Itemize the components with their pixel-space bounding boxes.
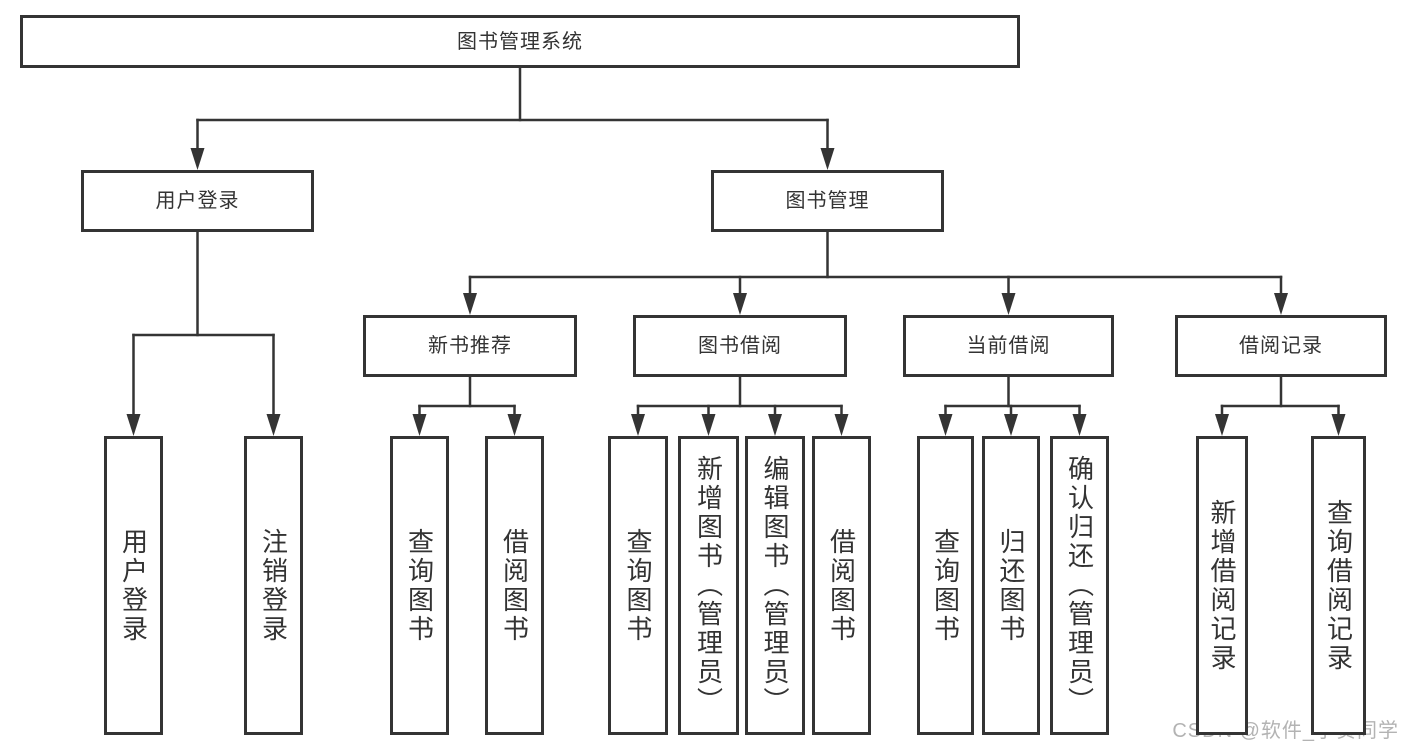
node-label: 注销登录 [258,527,289,644]
arrowhead-icon [701,414,716,436]
node-label: 图书管理系统 [457,30,583,53]
node-root: 图书管理系统 [20,15,1020,68]
node-label: 查询借阅记录 [1323,498,1354,673]
node-leaf-add-borrow-record: 新增借阅记录 [1196,436,1248,735]
arrowhead-icon [834,414,849,436]
arrowhead-icon [126,414,141,436]
arrowhead-icon [1331,414,1346,436]
node-leaf-user-login: 用户登录 [104,436,163,735]
node-label: 归还图书 [996,527,1026,644]
node-leaf-edit-books-admin: 编辑图书（管理员） [745,436,805,735]
arrowhead-icon [463,293,477,315]
arrowhead-icon [1072,414,1087,436]
node-label: 编辑图书（管理员） [760,455,790,716]
arrowhead-icon [1274,293,1288,315]
node-leaf-query-books-3: 查询图书 [917,436,974,735]
node-leaf-return-books: 归还图书 [982,436,1040,735]
node-label: 借阅记录 [1239,335,1323,357]
arrowhead-icon [266,414,281,436]
node-label: 确认归还（管理员） [1064,455,1095,716]
arrowhead-icon [733,293,747,315]
node-label: 新书推荐 [428,335,512,357]
arrowhead-icon [1215,414,1229,436]
node-label: 查询图书 [930,527,961,644]
node-leaf-query-books-1: 查询图书 [390,436,449,735]
node-label: 用户登录 [155,190,240,212]
node-leaf-query-borrow-record: 查询借阅记录 [1311,436,1366,735]
node-book-management: 图书管理 [711,170,944,232]
arrowhead-icon [190,148,205,170]
node-label: 当前借阅 [966,335,1051,357]
arrowhead-icon [938,414,953,436]
node-label: 新增借阅记录 [1207,498,1237,673]
node-borrowing-records: 借阅记录 [1175,315,1387,377]
node-label: 新增图书（管理员） [693,455,724,716]
arrowhead-icon [412,414,427,436]
node-label: 图书借阅 [698,335,782,357]
node-label: 借阅图书 [826,527,857,644]
arrowhead-icon [820,148,835,170]
arrowhead-icon [1001,293,1016,315]
node-leaf-borrow-books-1: 借阅图书 [485,436,544,735]
node-label: 用户登录 [118,527,149,644]
node-current-borrowing: 当前借阅 [903,315,1114,377]
node-new-book-recommend: 新书推荐 [363,315,577,377]
node-leaf-confirm-return-admin: 确认归还（管理员） [1050,436,1109,735]
arrowhead-icon [1004,414,1018,436]
arrowhead-icon [507,414,522,436]
arrowhead-icon [631,414,645,436]
node-leaf-query-books-2: 查询图书 [608,436,668,735]
arrowhead-icon [768,414,782,436]
node-user-login: 用户登录 [81,170,314,232]
node-label: 查询图书 [623,527,653,644]
node-leaf-borrow-books-2: 借阅图书 [812,436,871,735]
node-book-borrowing: 图书借阅 [633,315,847,377]
node-label: 查询图书 [404,527,435,644]
node-label: 图书管理 [785,190,870,212]
node-label: 借阅图书 [499,527,530,644]
node-leaf-add-books-admin: 新增图书（管理员） [678,436,739,735]
node-leaf-logout-login: 注销登录 [244,436,303,735]
